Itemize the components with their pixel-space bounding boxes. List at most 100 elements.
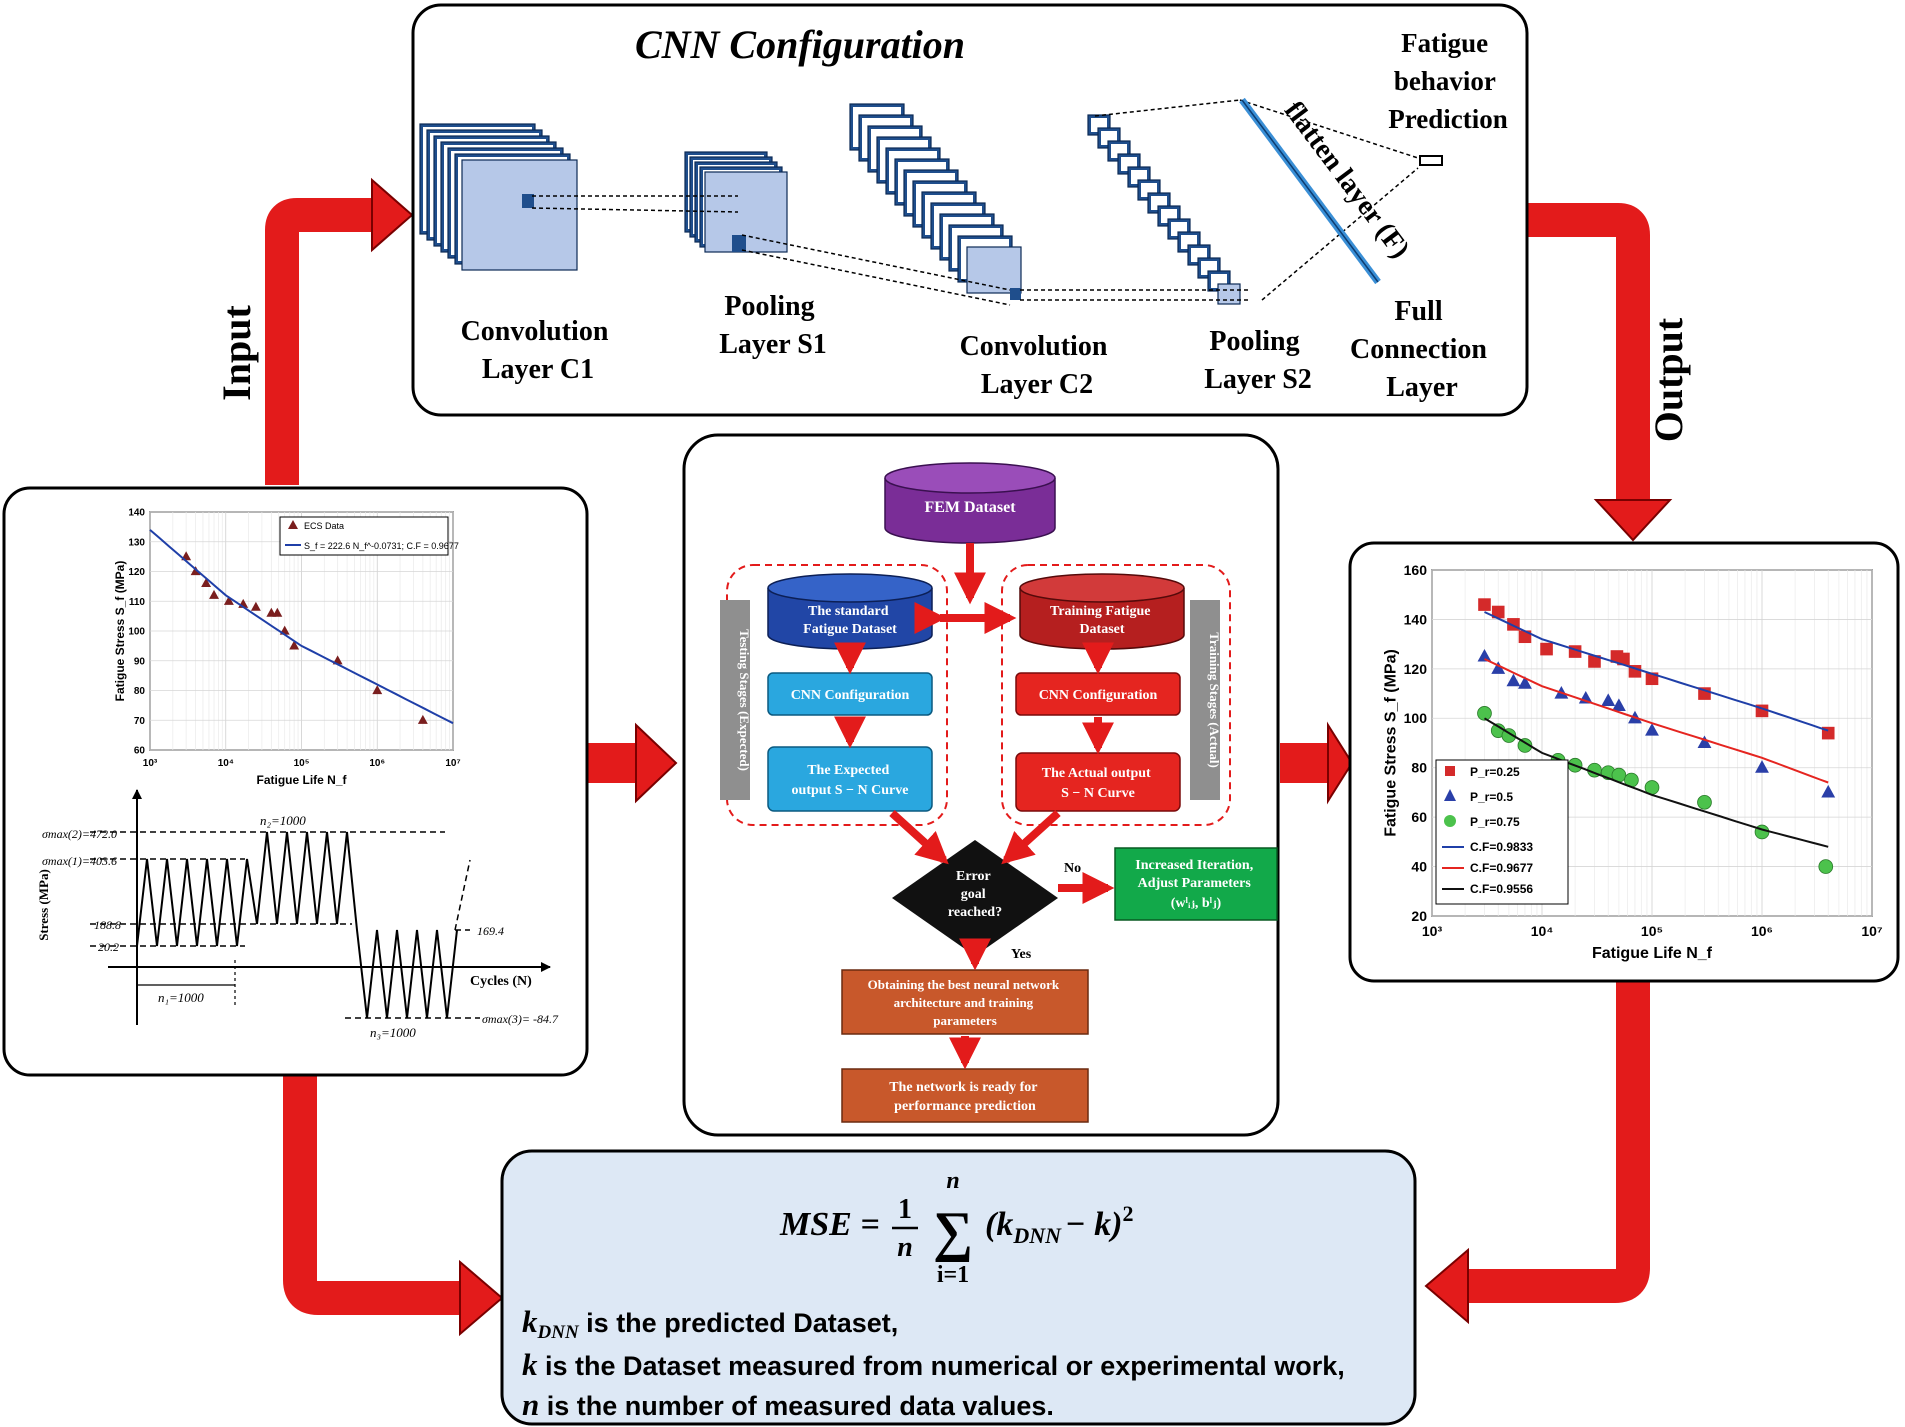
fit-line [149, 529, 454, 725]
best-architecture-label: Obtaining the best neural network archit… [868, 977, 1063, 1028]
cnn-config-right-label: CNN Configuration [1039, 688, 1158, 703]
legend-marker [1445, 766, 1455, 776]
left-to-flowchart-arrow [635, 722, 678, 804]
right-to-formula-arrow [1465, 960, 1650, 1303]
error-goal-decision [892, 840, 1058, 956]
y-tick-label: 100 [1404, 710, 1428, 726]
data-point [201, 578, 212, 587]
data-point [1611, 698, 1626, 711]
level-sigma-max1: σmax(1)=403.6 [42, 854, 117, 868]
conv-c2-stack-map [966, 246, 1022, 294]
legend-label: P_r=0.25 [1470, 765, 1520, 779]
y-axis-label: Fatigue Stress S_f (MPa) [1383, 649, 1400, 837]
input-arrow [265, 198, 378, 485]
data-point [1617, 652, 1630, 666]
data-point [1517, 738, 1533, 753]
x-tick-label: 10⁷ [1861, 923, 1883, 939]
legend-box [1435, 759, 1569, 905]
x-tick-label: 10⁵ [1641, 923, 1663, 939]
x-tick-label: 10³ [1422, 923, 1443, 939]
y-tick-label: 140 [1404, 611, 1428, 627]
input-arrowhead [371, 177, 414, 253]
pool-s2-stack [1087, 114, 1241, 305]
fem-dataset-label: FEM Dataset [924, 499, 1016, 516]
mse-frac-den: n [897, 1232, 913, 1263]
prediction-label: Fatigue behavior Prediction [1388, 28, 1507, 134]
data-point [209, 589, 219, 599]
data-point [272, 607, 283, 617]
fem-dataset-node: FEM Dataset [884, 462, 1056, 544]
block-n3: n₃=1000 [370, 1025, 416, 1040]
x-tick-label: 10⁴ [218, 758, 234, 769]
data-point [1518, 676, 1532, 689]
legend-label: P_r=0.5 [1470, 790, 1513, 804]
mse-frac-num: 1 [898, 1194, 912, 1225]
x-axis-label: Fatigue Life N_f [256, 773, 347, 787]
best-architecture-node [841, 969, 1089, 1035]
adjust-parameters-node [1114, 847, 1278, 921]
decision-no-label: No [1064, 861, 1081, 876]
cnn-configuration-panel: CNN Configuration flatten layer (F) Conv… [411, 3, 1529, 417]
flowchart-to-right-arrow [1327, 721, 1354, 805]
data-point [1821, 784, 1836, 798]
cnn-title: CNN Configuration [635, 22, 965, 67]
data-point [1818, 859, 1834, 874]
data-point [1506, 673, 1521, 687]
data-point [417, 714, 428, 724]
level-sigma-max2: σmax(2)=472.0 [42, 827, 117, 841]
stress-xlabel: Cycles (N) [470, 974, 532, 989]
expected-output-node [767, 746, 933, 812]
training-flowchart-panel: Testing Stages (Expected) Training Stage… [682, 433, 1280, 1137]
block-n1: n₁=1000 [158, 990, 204, 1005]
expected-output-label: The Expected output S − N Curve [792, 763, 909, 798]
mse-body: (kDNN− k)2 [985, 1201, 1133, 1248]
y-axis-label: Fatigue Stress S_f (MPa) [113, 561, 127, 702]
adjust-parameters-label: Increased Iteration, Adjust Parameters (… [1135, 858, 1256, 911]
x-tick-label: 10⁵ [294, 758, 310, 769]
flow-arrows [265, 177, 1673, 1337]
y-tick-label: 130 [128, 537, 145, 548]
legend-marker [1444, 789, 1456, 801]
legend-label: C.F=0.9677 [1470, 861, 1533, 875]
y-tick-label: 80 [1411, 760, 1427, 776]
cnn-layer-stacks [419, 103, 1241, 305]
actual-output-node [1015, 752, 1181, 812]
data-point [1477, 706, 1492, 721]
y-tick-label: 80 [134, 686, 146, 697]
y-tick-label: 110 [129, 597, 146, 608]
standard-dataset-node: The standard Fatigue Dataset [767, 573, 933, 650]
output-arrow [1528, 203, 1650, 505]
y-tick-label: 40 [1411, 858, 1427, 874]
output-label: Output [1646, 317, 1691, 442]
x-tick-label: 10³ [143, 758, 158, 769]
full-connection-label: Full Connection Layer [1350, 296, 1494, 403]
fit-line [1484, 611, 1829, 732]
pool-s2-stack-map [1217, 283, 1241, 305]
input-label: Input [214, 305, 259, 401]
y-tick-label: 20 [1411, 908, 1427, 924]
y-tick-label: 140 [128, 508, 145, 519]
data-point [289, 640, 300, 650]
mse-sum-bottom: i=1 [937, 1262, 969, 1288]
y-tick-label: 60 [1411, 809, 1427, 825]
x-axis-label: Fatigue Life N_f [1592, 945, 1713, 962]
cnn-connection-lines [531, 99, 1419, 306]
training-stages-label: Training Stages (Actual) [1207, 632, 1222, 768]
network-ready-label: The network is ready for performance pre… [889, 1080, 1041, 1114]
definition-k: k is the Dataset measured from numerical… [522, 1347, 1345, 1382]
standard-dataset-label: The standard Fatigue Dataset [803, 604, 897, 637]
training-dataset-label: Training Fatigue Dataset [1050, 604, 1154, 637]
data-point [372, 685, 383, 695]
level-sigma-max3: σmax(3)= -84.7 [482, 1012, 559, 1026]
legend-label: C.F=0.9556 [1470, 882, 1533, 896]
definition-n: n is the number of measured data values. [522, 1387, 1054, 1422]
mse-lhs: MSE = [779, 1206, 880, 1243]
decision-yes-label: Yes [1011, 947, 1032, 962]
legend-label: S_f = 222.6 N_f^-0.0731; C.F = 0.9677 [304, 541, 459, 551]
mse-sum-top: n [946, 1168, 959, 1194]
pool-s2-label: Pooling Layer S2 [1204, 326, 1312, 395]
conv-c1-label: Convolution Layer C1 [461, 316, 616, 385]
